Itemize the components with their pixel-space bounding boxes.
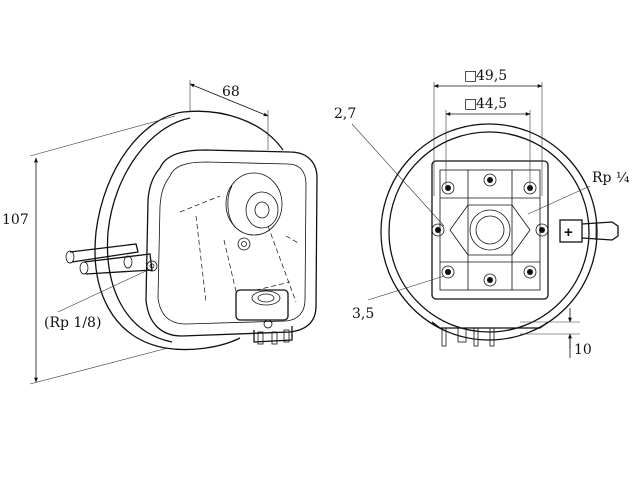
hidden-lines [179, 195, 301, 303]
dim-height-label: 107 [2, 212, 29, 228]
housing-rim-inner [106, 117, 191, 343]
leader-rp14 [527, 185, 591, 215]
front-cover-inner [157, 161, 307, 325]
hole [441, 181, 455, 195]
dimension-inner-square [445, 110, 531, 190]
pressure-nipples [65, 243, 158, 275]
plus-symbol: + [564, 224, 573, 241]
outer-ring [380, 123, 598, 341]
front-view: + [334, 68, 630, 358]
label-rp18: (Rp 1/8) [44, 315, 101, 331]
dim-depth-label: 68 [222, 84, 240, 100]
rp14-fitting: + [559, 219, 619, 243]
inner-ring [388, 131, 590, 333]
hole [441, 265, 455, 279]
dimension-outer-square [433, 82, 543, 196]
label-3-5: 3,5 [352, 306, 374, 322]
leader-rp18 [57, 269, 149, 313]
leader-2-7 [351, 123, 445, 227]
dimension-height [29, 115, 176, 385]
label-2-7: 2,7 [334, 106, 356, 122]
dim-inner-square-label: 44,5 [476, 96, 507, 112]
terminal-block [235, 289, 293, 345]
hole [431, 223, 445, 237]
hole [535, 223, 549, 237]
hole [483, 173, 497, 187]
label-terminal: 10 [574, 342, 592, 358]
hole [483, 273, 497, 287]
label-rp14: Rp ¼ [592, 170, 630, 186]
dim-outer-square-label: 49,5 [476, 68, 507, 84]
hole [523, 265, 537, 279]
bottom-terminals [431, 321, 549, 347]
leader-3-5 [367, 275, 445, 301]
dimension-terminal [520, 308, 580, 358]
dimension-depth [189, 80, 269, 150]
dim-outer-square-symbol: □ [464, 68, 477, 84]
front-cover [145, 149, 318, 337]
setting-knob [225, 172, 283, 251]
housing-rim [94, 111, 184, 349]
isometric-view: 68 107 (Rp 1/8) [2, 80, 318, 385]
dim-inner-square-symbol: □ [464, 96, 477, 112]
screw-holes [431, 173, 549, 287]
